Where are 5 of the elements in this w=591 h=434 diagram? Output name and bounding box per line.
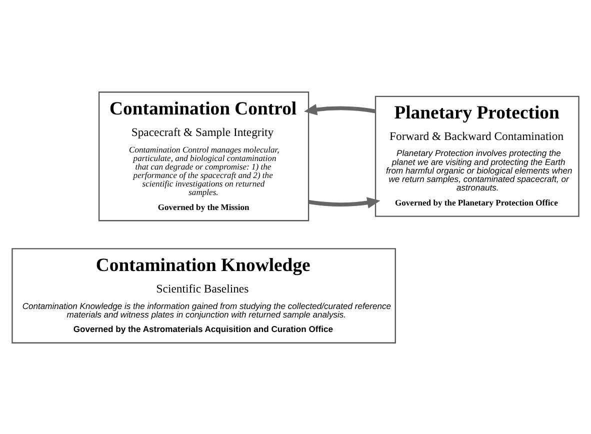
node-box: Planetary Protection Forward & Backward Contamination Planetary Protection involves protecting the planet we are visiting and protecting the Earth from harmful organic or biological elements when we return samples, contaminated spacecraft, or astronauts. Governed by the Planetary Protection Office [374, 95, 580, 216]
node-box: Contamination Control Spacecraft & Sample Integrity Contamination Control manages molecular, particulate, and biological contamination that can degrade or compromise: 1) the performance of the spacecraft and 2) the scientific investigations on returned samples. Governed by the Mission [98, 91, 310, 221]
arrow [304, 103, 376, 115]
arrow [308, 196, 380, 208]
node-box: Contamination Knowledge Scientific Baselines Contamination Knowledge is the information gained from studying the collected/curated reference materials and witness plates in conjunction with returned sample analysis. Governed by the Astromaterials Acquisition and Curation Office [12, 248, 396, 343]
